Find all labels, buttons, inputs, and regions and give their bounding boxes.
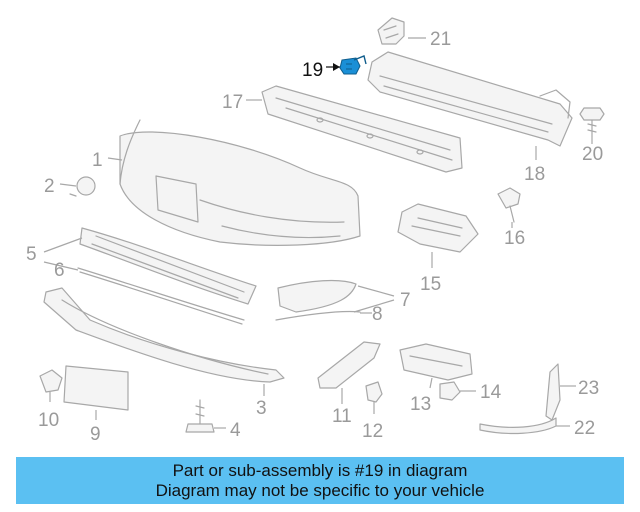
part-20-screw: [579, 107, 605, 137]
leader-19-arrow: [333, 63, 340, 71]
leader-7: [353, 285, 395, 313]
callout-2: 2: [44, 176, 55, 197]
part-22-trim: [479, 417, 557, 435]
callout-8: 8: [372, 304, 383, 325]
callout-9: 9: [90, 424, 101, 445]
callout-4: 4: [230, 420, 241, 441]
leader-1: [107, 157, 123, 161]
callout-20: 20: [582, 144, 603, 165]
part-6-grille-trim: [77, 267, 245, 325]
part-17-absorber: [261, 85, 463, 173]
part-19-bolt: [339, 55, 367, 75]
parts-diagram: 21 19 18 20 17 1: [26, 17, 605, 445]
callout-1: 1: [92, 150, 103, 171]
part-5-grille: [79, 227, 257, 305]
callout-6: 6: [54, 260, 65, 281]
callout-10: 10: [38, 410, 59, 431]
callout-3: 3: [256, 398, 267, 419]
callout-19: 19: [302, 60, 323, 81]
callout-17: 17: [222, 92, 243, 113]
part-16-bolt: [497, 187, 521, 223]
part-13-bracket: [399, 343, 473, 381]
part-11-bracket: [317, 341, 381, 389]
callout-7: 7: [400, 290, 411, 311]
callout-14: 14: [480, 382, 502, 403]
banner-line-2: Diagram may not be specific to your vehi…: [155, 480, 485, 500]
part-15-bracket: [397, 203, 479, 253]
leader-5: [43, 237, 83, 271]
part-4-screw: [185, 399, 215, 433]
part-21-bracket: [377, 17, 405, 45]
info-banner: Part or sub-assembly is #19 in diagram D…: [16, 457, 624, 504]
banner-line-1: Part or sub-assembly is #19 in diagram: [172, 460, 468, 480]
callout-16: 16: [504, 228, 525, 249]
callout-11: 11: [332, 406, 352, 427]
part-12-clip: [365, 381, 383, 403]
part-8-trim-strip: [275, 310, 361, 321]
callout-22: 22: [574, 418, 595, 439]
callout-21: 21: [430, 29, 451, 50]
part-1-bumper-cover: [119, 119, 361, 246]
part-23-trim: [545, 363, 561, 421]
leader-13: [429, 377, 433, 389]
callout-5: 5: [26, 244, 37, 265]
callout-13: 13: [410, 394, 431, 415]
callout-12: 12: [362, 421, 383, 442]
part-10-nut: [39, 369, 63, 393]
part-9-license-bracket: [63, 365, 129, 411]
callout-23: 23: [578, 378, 599, 399]
part-14-nut: [439, 381, 461, 401]
part-2-cap: [69, 176, 96, 197]
part-7-trim: [277, 279, 357, 313]
callout-18: 18: [524, 164, 545, 185]
leader-2: [59, 183, 77, 187]
part-18-reinforcement-bar: [367, 51, 573, 147]
part-3-lower-valance: [43, 287, 285, 383]
callout-15: 15: [420, 274, 441, 295]
